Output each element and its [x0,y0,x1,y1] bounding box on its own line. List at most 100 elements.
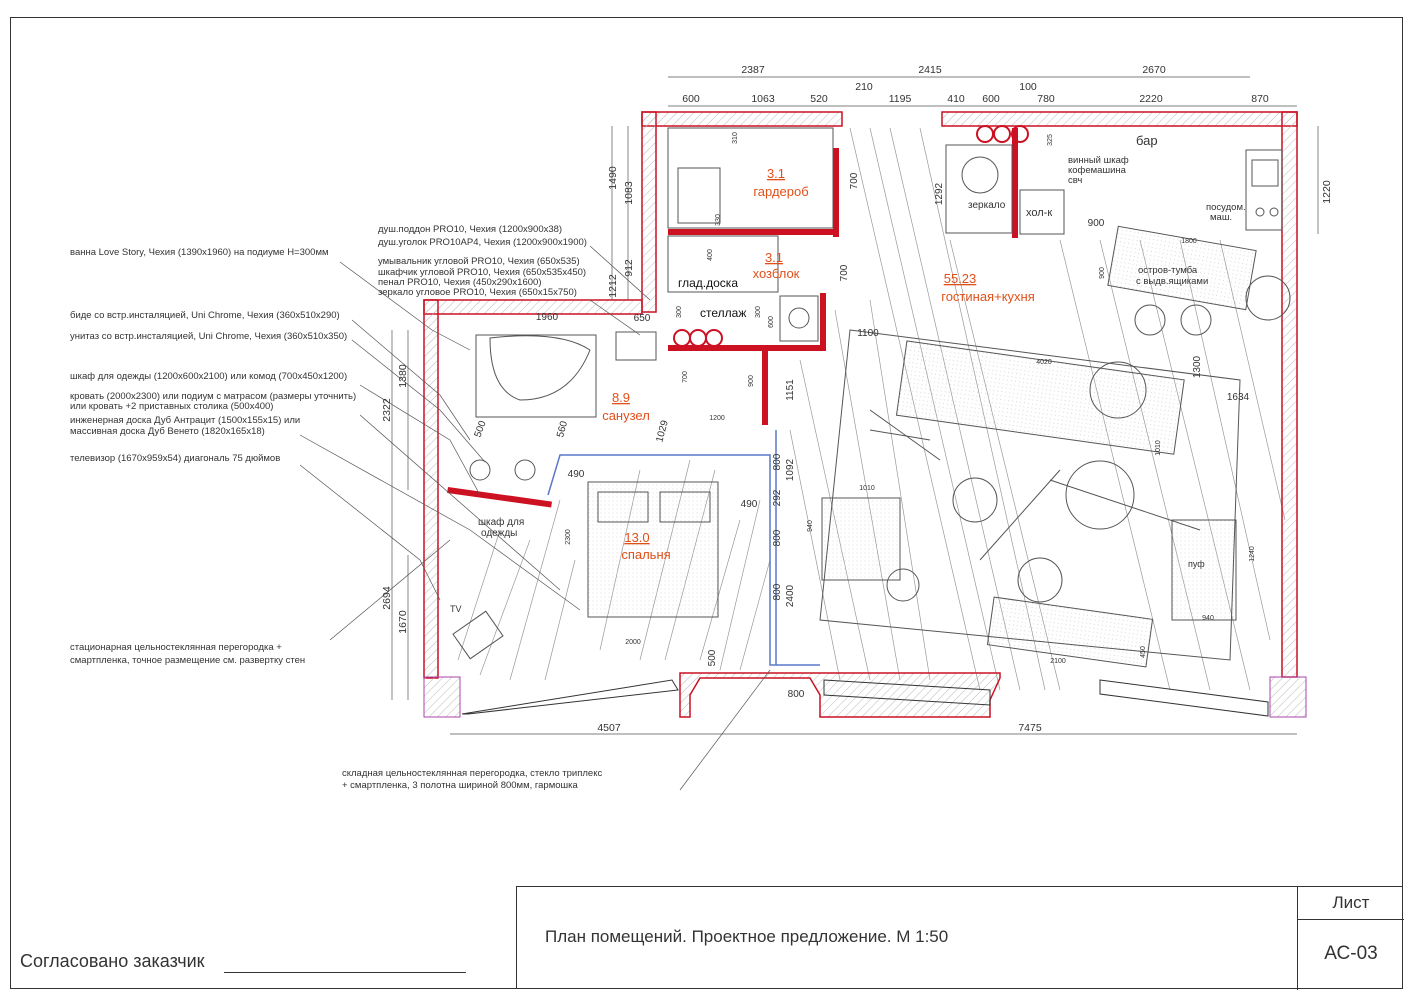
callout-bath: ванна Love Story, Чехия (1390х1960) на п… [70,247,329,258]
callout-shower-corner: душ.уголок PRO10АР4, Чехия (1200х900х190… [378,237,587,248]
dim-inner: 800 [772,529,783,546]
dim-inner: 700 [839,264,850,281]
approval-signature-line [224,972,466,973]
dim-left-2: 1083 [623,181,635,205]
mw-label: свч [1068,175,1082,186]
furniture-labels: бар винный шкаф кофемашина свч зеркало х… [450,133,1246,614]
dishwasher-label-1: посудом. [1206,202,1246,213]
dim-inner: 800 [772,453,783,470]
dim-inner: 310 [732,132,739,144]
dim-inner: 700 [682,371,689,383]
dim-inner: 292 [772,489,783,506]
dishwasher-label-2: маш. [1210,212,1232,223]
wardrobe-name: гардероб [753,184,808,199]
sheet-label: Лист [1298,887,1404,920]
dim-inner: 1960 [536,312,559,323]
fridge-label: хол-к [1026,207,1052,219]
callout-mirror: зеркало угловое PRO10, Чехия (650х15х750… [378,287,577,298]
dim-inner: 1200 [709,415,725,422]
dim-inner: 1300 [1192,355,1203,378]
sheet-box: Лист АС-03 [1297,887,1404,990]
walls [423,111,1307,718]
bedroom-name: спальня [621,547,670,562]
dim-inner: 450 [1140,646,1147,658]
dim-inner: 1100 [857,328,879,339]
tv-label: TV [450,604,462,614]
leader-lines [299,245,771,791]
dim-sub-3: 520 [810,93,828,105]
dim-inner: 500 [473,419,489,439]
callout-partition-1: стационарная цельностеклянная перегородк… [70,642,282,653]
dim-sub-9: 780 [1037,93,1055,105]
dim-inner: 2300 [565,529,572,545]
callout-penal: пенал PRO10, Чехия (450х290х1600) [378,277,541,288]
room-labels: 3.1 гардероб 3.1 хозблок 8.9 санузел 13.… [602,166,1035,562]
callout-tv: телевизор (1670х959х54) диагональ 75 дюй… [70,453,280,464]
callout-bed-1: кровать (2000х2300) или подиум с матрасо… [70,391,356,402]
dim-inner: 1634 [1227,392,1250,403]
coffee-label: кофемашина [1068,165,1127,176]
dim-left-1: 1490 [607,166,619,190]
callout-bidet: биде со встр.инсталяцией, Uni Chrome, Че… [70,310,340,321]
bathroom-area: 8.9 [612,390,630,405]
mirror-label: зеркало [968,200,1006,211]
callout-folding-2: + смартпленка, 3 полотна шириной 800мм, … [342,780,579,791]
dim-sub-6: 410 [947,93,965,105]
dim-right-1: 1220 [1321,180,1333,204]
dim-inner: 900 [1099,267,1106,279]
callout-partition-2: смартпленка, точное размещение см. разве… [70,655,305,666]
dim-inner: 1092 [785,458,796,481]
bar-label: бар [1136,133,1158,148]
title-block: План помещений. Проектное предложение. М… [516,886,1404,990]
dim-inner: 2400 [785,584,796,607]
bed-wardrobe-label-1: шкаф для [478,516,524,528]
glass-partitions [547,430,820,666]
dim-left-8: 1670 [397,610,409,634]
dim-sub-5: 1195 [889,93,912,105]
callout-toilet: унитаз со встр.инсталяцией, Uni Chrome, … [70,331,347,342]
dim-inner: 1151 [785,379,796,401]
dim-inner: 800 [772,583,783,600]
dim-inner: 700 [849,172,860,189]
dim-top-2: 2415 [918,64,942,76]
dim-inner: 490 [568,469,585,480]
dim-inner: 500 [707,649,718,666]
sheet-number: АС-03 [1324,943,1378,964]
dim-inner: 1010 [1155,440,1162,456]
utility-area: 3.1 [765,250,783,265]
dim-top-1: 2387 [741,64,765,76]
living-name: гостиная+кухня [941,289,1035,304]
dim-sub-11: 870 [1251,93,1269,105]
callout-bed-2: или кровать +2 приставных столика (500х4… [70,401,273,412]
dim-inner: 490 [741,499,758,510]
dim-inner: 330 [715,214,722,226]
callout-wardrobe: шкаф для одежды (1200х600х2100) или комо… [70,371,347,382]
dim-sub-10: 2220 [1139,93,1163,105]
dim-inner: 1010 [859,485,875,492]
callout-sink: умывальник угловой PRO10, Чехия (650х535… [378,256,580,267]
approval-label: Согласовано заказчик [20,951,205,971]
dim-left-3: 912 [623,259,635,277]
rack-label: стеллаж [700,306,746,320]
dim-bottom-2: 7475 [1018,722,1042,734]
dim-inner: 2000 [625,639,641,646]
dim-left-4: 1212 [607,274,619,298]
callout-floor-2: массивная доска Дуб Венето (1820х165х18) [70,426,265,437]
dimension-texts: 2387 2415 2670 600 1063 520 210 1195 410… [381,64,1333,734]
dim-left-7: 2694 [381,586,393,610]
dim-left-6: 2322 [381,398,393,422]
dim-inner: 400 [707,249,714,261]
dim-inner: 1800 [1181,238,1197,245]
dim-inner: 1240 [1249,546,1256,562]
dim-sub-4: 210 [855,81,873,93]
dim-inner: 4020 [1036,359,1052,366]
inner-dimension-texts: 310 330 700 700 1292 325 900 1800 900 13… [473,132,1256,700]
dim-inner: 940 [1202,615,1214,622]
dimension-lines [391,76,1319,735]
dim-inner: 900 [748,375,755,387]
dim-sub-2: 1063 [751,93,775,105]
callout-shower-tray: душ.поддон PRO10, Чехия (1200х900х38) [378,224,562,235]
dim-inner: 325 [1047,134,1054,146]
dim-inner: 1292 [934,182,945,205]
